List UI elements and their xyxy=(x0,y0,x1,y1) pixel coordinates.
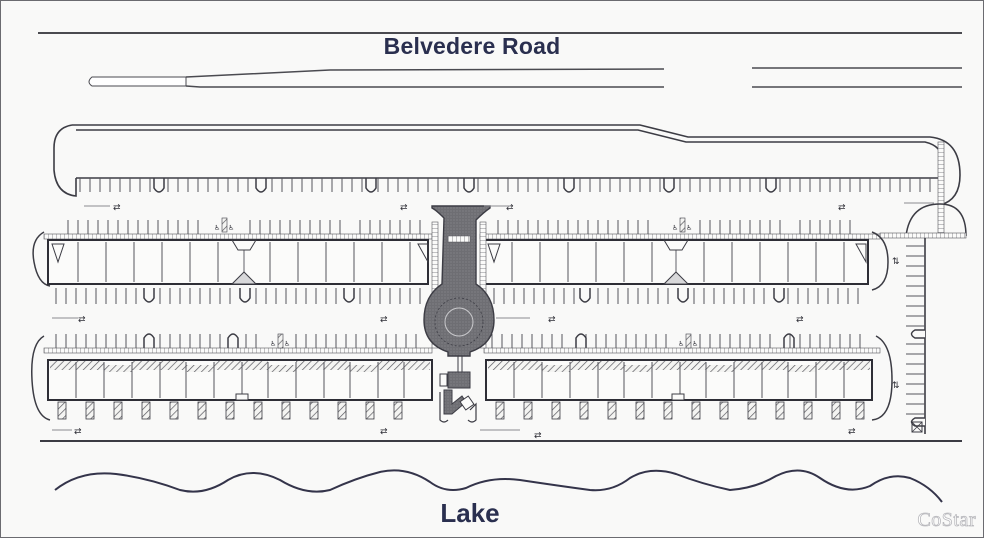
north-west-building xyxy=(32,231,433,287)
svg-text:⇄: ⇄ xyxy=(78,315,86,325)
svg-text:⇄: ⇄ xyxy=(74,427,82,437)
handicap-icon: ♿ xyxy=(686,224,692,232)
svg-text:⇄: ⇄ xyxy=(534,431,542,441)
handicap-icon: ♿ xyxy=(678,340,684,348)
handicap-icon: ♿ xyxy=(672,224,678,232)
rear-service-stalls xyxy=(57,401,865,420)
north-parking-lot xyxy=(53,124,961,206)
north-row-islands xyxy=(153,178,777,193)
north-building-front-stalls xyxy=(67,220,851,234)
svg-text:⇄: ⇄ xyxy=(380,315,388,325)
svg-text:⇄: ⇄ xyxy=(848,427,856,437)
svg-text:⇄: ⇄ xyxy=(506,203,514,213)
svg-text:⇅: ⇅ xyxy=(892,381,900,391)
svg-text:⇄: ⇄ xyxy=(796,315,804,325)
svg-text:⇄: ⇄ xyxy=(380,427,388,437)
svg-text:⇄: ⇄ xyxy=(113,203,121,213)
north-east-building xyxy=(479,231,889,291)
svg-text:⇅: ⇅ xyxy=(892,257,900,267)
lake-label: Lake xyxy=(440,498,500,528)
handicap-parking-markers: ♿ ♿ ♿ ♿ ♿ ♿ ♿ ♿ xyxy=(214,217,698,349)
south-east-building xyxy=(483,335,893,421)
east-side-lot xyxy=(879,141,967,434)
svg-text:⇄: ⇄ xyxy=(400,203,408,213)
costar-watermark: CoStar xyxy=(917,509,976,532)
svg-text:⇄: ⇄ xyxy=(548,315,556,325)
central-plaza xyxy=(423,205,495,423)
south-front-islands xyxy=(143,333,795,348)
curb-lines xyxy=(52,202,934,431)
traffic-direction-arrows: ⇄ ⇄ ⇄ ⇄ ⇄ ⇄ ⇄ ⇄ ⇄ ⇄ ⇄ ⇄ ⇅ ⇅ xyxy=(74,203,900,441)
south-west-building xyxy=(31,335,433,421)
road xyxy=(38,32,962,88)
lake-shoreline xyxy=(54,469,943,503)
handicap-icon: ♿ xyxy=(270,340,276,348)
handicap-icon: ♿ xyxy=(214,224,220,232)
north-row-stalls xyxy=(79,178,931,192)
middle-aisle-islands xyxy=(143,288,785,303)
handicap-icon: ♿ xyxy=(692,340,698,348)
handicap-icon: ♿ xyxy=(228,224,234,232)
handicap-icon: ♿ xyxy=(284,340,290,348)
south-building-front-stalls xyxy=(55,334,861,348)
svg-text:⇄: ⇄ xyxy=(838,203,846,213)
road-label: Belvedere Road xyxy=(383,33,561,59)
middle-aisle-stalls xyxy=(55,288,859,304)
